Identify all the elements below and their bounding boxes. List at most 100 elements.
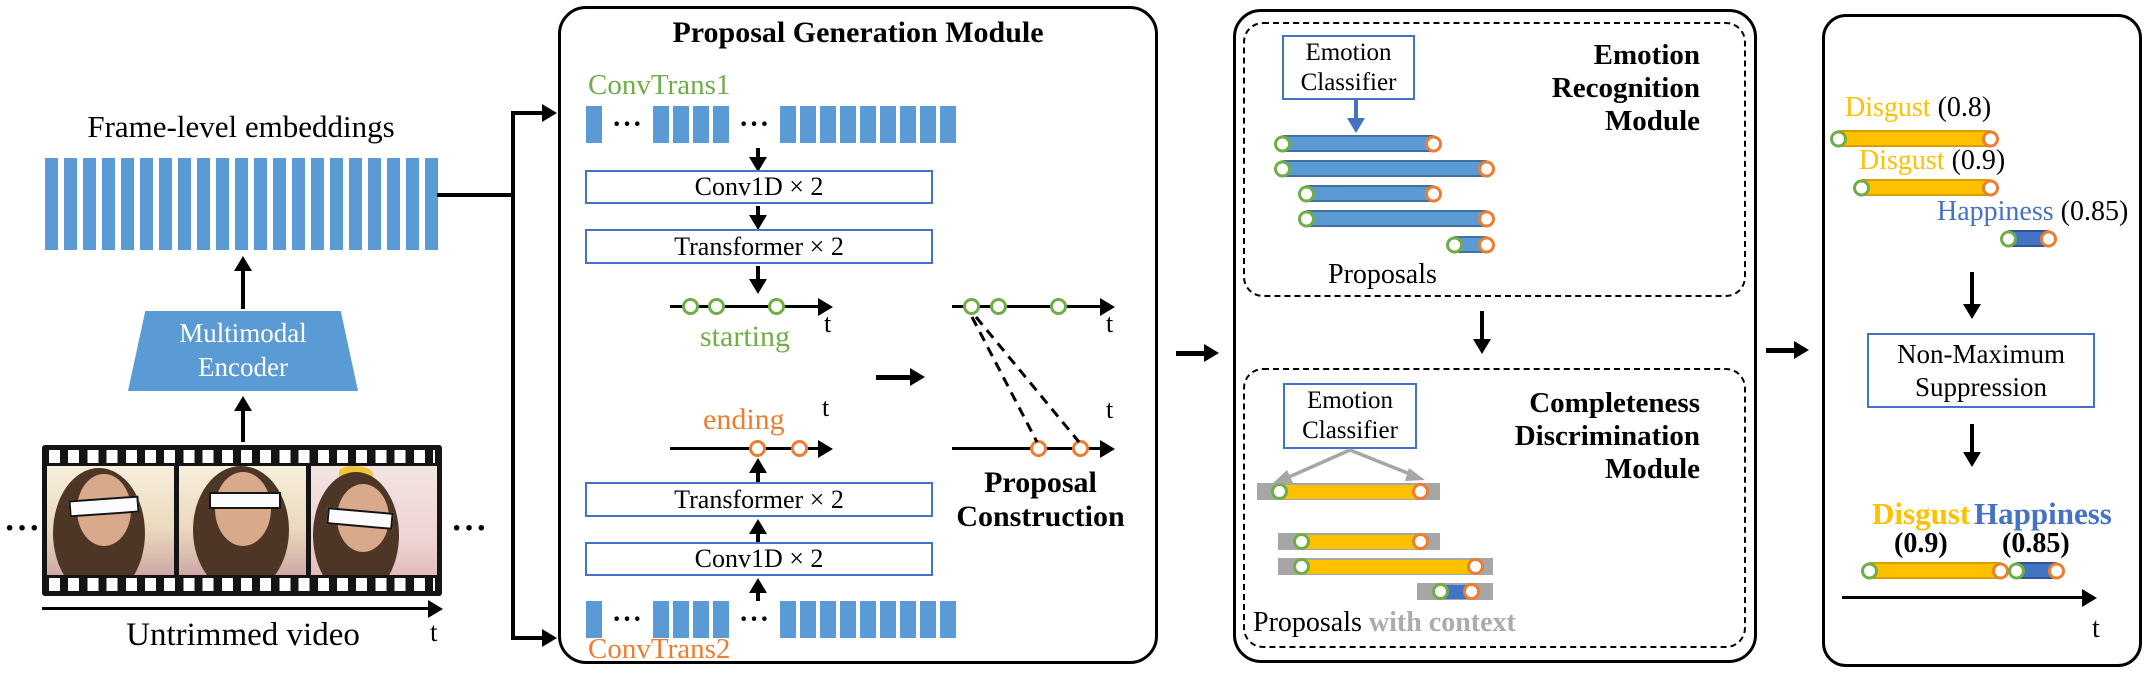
video-ellipsis-right: ···: [451, 510, 489, 547]
cdm-title-line3: Module: [1604, 453, 1700, 485]
starting-point-3: [768, 298, 785, 315]
pgm-uparrow1-line: [756, 470, 760, 482]
bracket-top-line: [511, 111, 544, 115]
cdm-context-bar-4: [1417, 583, 1493, 600]
erm-proposal-bar-5: [1446, 236, 1495, 253]
construction-end-point-2: [1072, 440, 1089, 457]
pgm-arrow2-line: [756, 206, 760, 218]
proposal-end-dot: [1463, 583, 1480, 600]
pgm-to-erm-arrow-line: [1176, 351, 1206, 356]
erm-to-cdm-arrow-head: [1473, 339, 1491, 354]
proposal-start-dot: [1274, 135, 1291, 152]
proposal-start-dot: [1298, 185, 1315, 202]
proposal-segment: [1297, 559, 1477, 574]
ending-timeline-arrowhead: [818, 439, 833, 458]
construction-start-point-1: [963, 298, 980, 315]
erm-title-line3: Module: [1604, 105, 1700, 137]
proposal-end-dot: [1425, 135, 1442, 152]
starting-t-label: t: [824, 309, 832, 338]
pgm-uparrow2-head: [749, 519, 767, 534]
ending-point-2: [791, 440, 808, 457]
output-arrow1-line: [1970, 272, 1974, 306]
recognition-outer-panel: [1233, 9, 1757, 663]
proposal-end-dot: [2048, 562, 2065, 579]
detection-1-emotion: Disgust: [1845, 92, 1931, 123]
pgm-arrow3-head: [749, 279, 767, 294]
encoder-label-line1: Multimodal: [179, 318, 307, 349]
frame-embeddings-label: Frame-level embeddings: [87, 109, 395, 144]
conv1d-box-top-label: Conv1D × 2: [694, 172, 824, 202]
cdm-context-bar-1: [1257, 483, 1440, 500]
construction-start-point-3: [1050, 298, 1067, 315]
output-time-arrowhead: [2082, 588, 2097, 607]
video-to-encoder-arrowhead: [234, 396, 252, 411]
pgm-arrow3-line: [756, 266, 760, 282]
embeddings-out-line: [437, 193, 514, 197]
output-arrow2-head: [1963, 452, 1981, 467]
detection-3-score: (0.85): [2060, 196, 2129, 227]
erm-classifier-arrow-head: [1347, 118, 1365, 133]
starting-timeline-arrowhead: [818, 297, 833, 316]
cdm-gray-arrow-left-line: [1288, 448, 1351, 479]
cdm-proposals-label: Proposals: [1253, 607, 1362, 638]
construction-start-t-label: t: [1106, 309, 1114, 338]
cdm-to-output-arrow-line: [1766, 348, 1796, 353]
construction-end-point-1: [1030, 440, 1047, 457]
proposal-end-dot: [1412, 483, 1429, 500]
construction-dashed-line-1: [970, 316, 1039, 443]
transformer-box-bottom-label: Transformer × 2: [674, 484, 844, 514]
cdm-emotion-classifier-box: Emotion Classifier: [1283, 383, 1417, 449]
detection-bar-3: [2000, 230, 2057, 247]
frame2-face: [215, 472, 271, 546]
cdm-gray-arrow-right-head: [1405, 468, 1425, 481]
erm-proposals-label: Proposals: [1328, 259, 1437, 290]
final-disgust-label: Disgust: [1872, 496, 1971, 531]
ending-point-1: [749, 440, 766, 457]
video-time-t-label: t: [430, 617, 438, 647]
construction-start-arrowhead: [1100, 297, 1115, 316]
conv1d-box-bottom: Conv1D × 2: [585, 542, 933, 576]
erm-title-line1: Emotion: [1593, 39, 1700, 71]
film-strip: [42, 445, 442, 596]
ending-t-label: t: [822, 393, 830, 422]
proposal-start-dot: [1853, 179, 1870, 196]
encoder-label-line2: Encoder: [198, 352, 288, 382]
proposal-start-dot: [1446, 236, 1463, 253]
final-happiness-label: Happiness: [1974, 496, 2112, 531]
untrimmed-video-label: Untrimmed video: [126, 617, 360, 653]
cdm-context-label: with context: [1361, 607, 1516, 638]
detection-label-1: Disgust (0.8): [1845, 92, 1991, 124]
erm-title-line2: Recognition: [1551, 72, 1700, 104]
cdm-context-bar-2: [1278, 533, 1440, 550]
proposal-start-dot: [1293, 558, 1310, 575]
pgm-uparrow2-line: [756, 531, 760, 542]
nms-label-line2: Suppression: [1914, 371, 2047, 402]
proposal-segment: [1297, 534, 1422, 549]
erm-emotion-classifier-label: Emotion Classifier: [1300, 38, 1397, 96]
output-arrow2-line: [1970, 424, 1974, 454]
starting-timeline: [670, 305, 820, 308]
proposal-start-dot: [1830, 130, 1847, 147]
pgm-uparrow1-head: [749, 458, 767, 473]
multimodal-encoder: Multimodal Encoder: [128, 311, 358, 391]
construction-end-arrowhead: [1100, 439, 1115, 458]
transformer-box-bottom: Transformer × 2: [585, 482, 933, 517]
erm-proposal-bar-3: [1298, 185, 1442, 202]
construction-start-timeline: [952, 305, 1102, 308]
nms-box: Non-Maximum Suppression: [1867, 333, 2095, 408]
proposal-end-dot: [1982, 179, 1999, 196]
construction-start-point-2: [990, 298, 1007, 315]
construction-arrow-line: [876, 375, 912, 380]
proposal-start-dot: [1271, 483, 1288, 500]
proposal-end-dot: [1425, 185, 1442, 202]
pgm-uparrow3-head: [749, 578, 767, 593]
proposal-start-dot: [2000, 230, 2017, 247]
starting-label: starting: [700, 320, 790, 353]
erm-emotion-classifier-box: Emotion Classifier: [1282, 35, 1415, 100]
ending-label: ending: [703, 403, 785, 436]
convtrans1-label: ConvTrans1: [588, 69, 731, 101]
construction-end-t-label: t: [1106, 395, 1114, 424]
final-disgust-bar: [1861, 562, 2009, 579]
final-disgust-score: (0.9): [1894, 528, 1948, 559]
